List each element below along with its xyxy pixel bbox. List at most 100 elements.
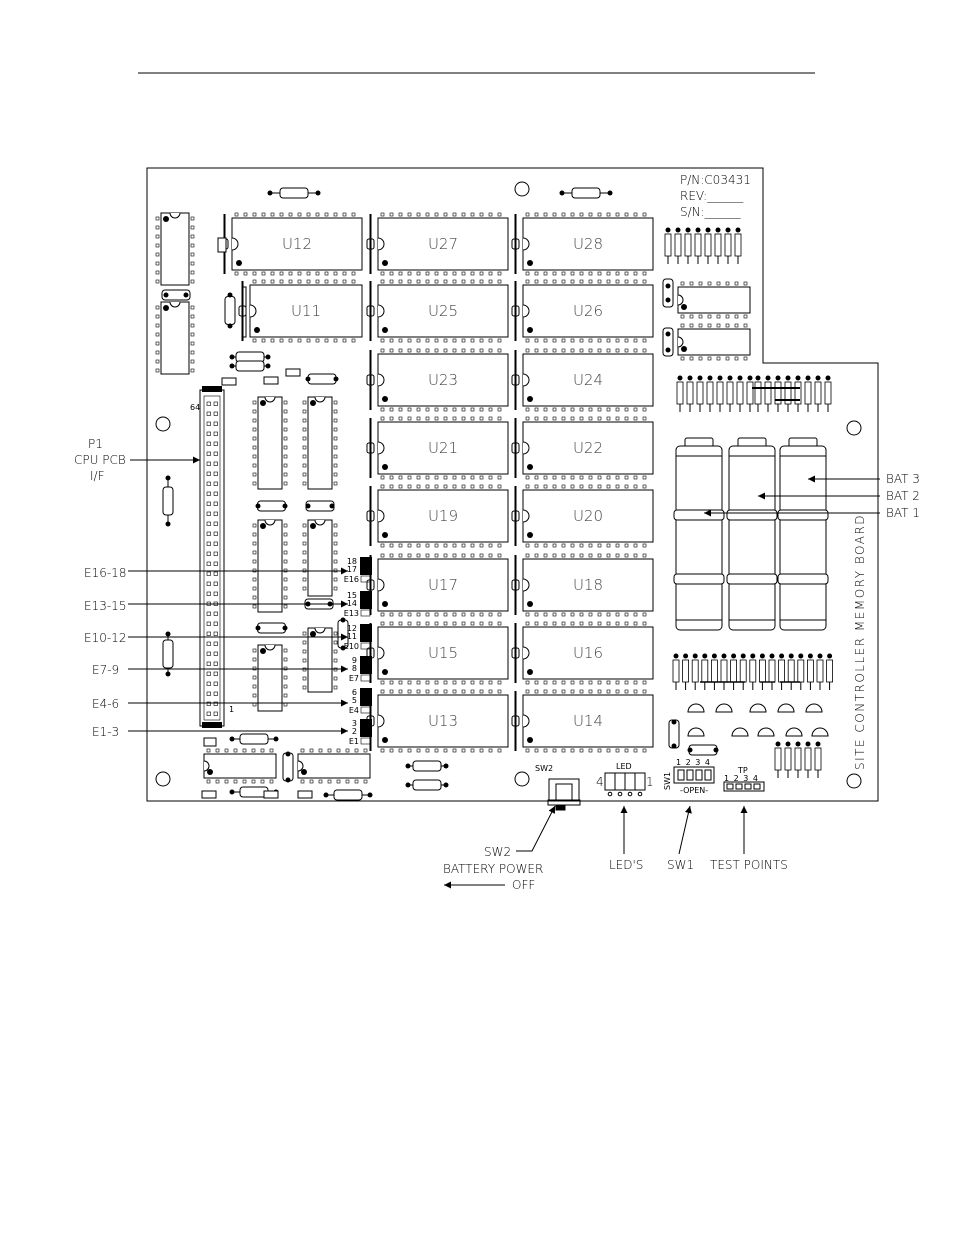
label-battery-power: BATTERY POWER: [443, 862, 543, 876]
chip-label: U23: [428, 371, 458, 389]
resistor: [807, 653, 814, 690]
resistor: [229, 733, 279, 745]
battery-holder-1: [673, 437, 725, 631]
resistor: [305, 373, 339, 385]
resistor: [759, 653, 766, 690]
capacitor: [203, 737, 217, 747]
chip-label: U25: [428, 302, 458, 320]
test-point-block: [723, 781, 765, 792]
indicator-domes: [687, 703, 829, 737]
memory-chip-u16: U16: [511, 621, 654, 685]
resistor: [804, 741, 812, 778]
battery-holder-3: [777, 437, 829, 631]
label-e7-9: E7-9: [92, 663, 119, 677]
resistor: [814, 741, 822, 778]
resistor-arrays: [664, 227, 833, 778]
board-outline: [146, 167, 879, 802]
resistor: [784, 375, 792, 412]
resistor: [730, 653, 737, 690]
chip-label: U27: [428, 235, 458, 253]
jumper-pin-label: 11: [347, 632, 357, 641]
resistor: [255, 622, 288, 634]
label-bat1: BAT 1: [886, 506, 920, 520]
memory-chip-u22: U22: [511, 416, 654, 480]
chip-label: U19: [428, 507, 458, 525]
jumper-pin-label: 12: [347, 624, 357, 633]
resistor: [282, 751, 294, 783]
resistor: [706, 375, 714, 412]
p1-connector: 64 1: [190, 386, 234, 728]
jumper-pin-label: E4: [349, 706, 359, 715]
capacitor: [201, 790, 217, 799]
resistor: [734, 227, 742, 264]
label-if: I/F: [90, 469, 104, 483]
resistor: [814, 375, 822, 412]
memory-chip-u19: U19: [366, 484, 509, 548]
sw1-open: -OPEN-: [680, 786, 708, 795]
jumper-pin-label: 15: [347, 591, 357, 600]
resistor: [754, 375, 762, 412]
label-p1: P1: [88, 437, 103, 451]
resistor: [824, 375, 832, 412]
chip-label: U28: [573, 235, 603, 253]
label-leds: LED'S: [609, 858, 643, 872]
resistor: [161, 289, 191, 301]
resistor: [701, 653, 709, 690]
jumper-pin-label: E10: [344, 642, 359, 651]
resistor: [739, 653, 747, 690]
chip-label: U12: [282, 235, 312, 253]
arrow-sw2: [516, 805, 556, 852]
resistor: [749, 653, 757, 690]
dip-ic: [203, 748, 277, 784]
chip-label: U14: [573, 712, 603, 730]
dip-ic: [252, 644, 288, 712]
label-test-points: TEST POINTS: [710, 858, 788, 872]
resistor: [559, 187, 613, 199]
resistor: [662, 278, 674, 308]
jumper-pin-label: 14: [347, 599, 357, 608]
jumper-pin-label: 8: [352, 664, 357, 673]
resistor: [794, 741, 802, 778]
led-silk-1: 1: [646, 775, 654, 789]
serial-label: S/N:______: [680, 205, 742, 219]
label-cpu-pcb: CPU PCB: [74, 453, 126, 467]
label-e13-15: E13-15: [84, 599, 126, 613]
rev-label: REV:______: [680, 189, 744, 203]
chip-label: U22: [573, 439, 603, 457]
label-sw2: SW2: [484, 845, 511, 859]
chip-label: U21: [428, 439, 458, 457]
resistor: [682, 653, 689, 690]
capacitor: [217, 237, 227, 253]
arrow-sw1: [678, 805, 692, 855]
chip-label: U18: [573, 576, 603, 594]
resistor: [162, 631, 174, 677]
dip-ic: [302, 627, 338, 693]
battery-holder-2: [726, 437, 778, 631]
board-title: SITE CONTROLLER MEMORY BOARD: [853, 514, 867, 770]
chip-label: U11: [291, 302, 321, 320]
resistor: [323, 789, 373, 801]
label-bat2: BAT 2: [886, 489, 920, 503]
p1-pin-64: 64: [190, 403, 200, 412]
jumper-pin-label: 9: [352, 656, 357, 665]
mounting-holes: [155, 181, 862, 789]
jumper-pin-label: E1: [349, 737, 359, 746]
resistor: [716, 375, 724, 412]
resistor: [714, 227, 722, 264]
resistor: [255, 500, 288, 512]
capacitor: [297, 790, 313, 799]
led-silk: LED: [616, 762, 632, 771]
label-e16-18: E16-18: [84, 566, 126, 580]
memory-chip-u20: U20: [511, 484, 654, 548]
resistor: [686, 375, 694, 412]
capacitor: [285, 368, 301, 377]
dip-ic: [155, 212, 195, 286]
tp-pin-numbers: 1 2 3 4: [724, 774, 759, 783]
jumper-pin-label: 5: [352, 696, 357, 705]
chip-label: U20: [573, 507, 603, 525]
resistor: [746, 375, 754, 412]
